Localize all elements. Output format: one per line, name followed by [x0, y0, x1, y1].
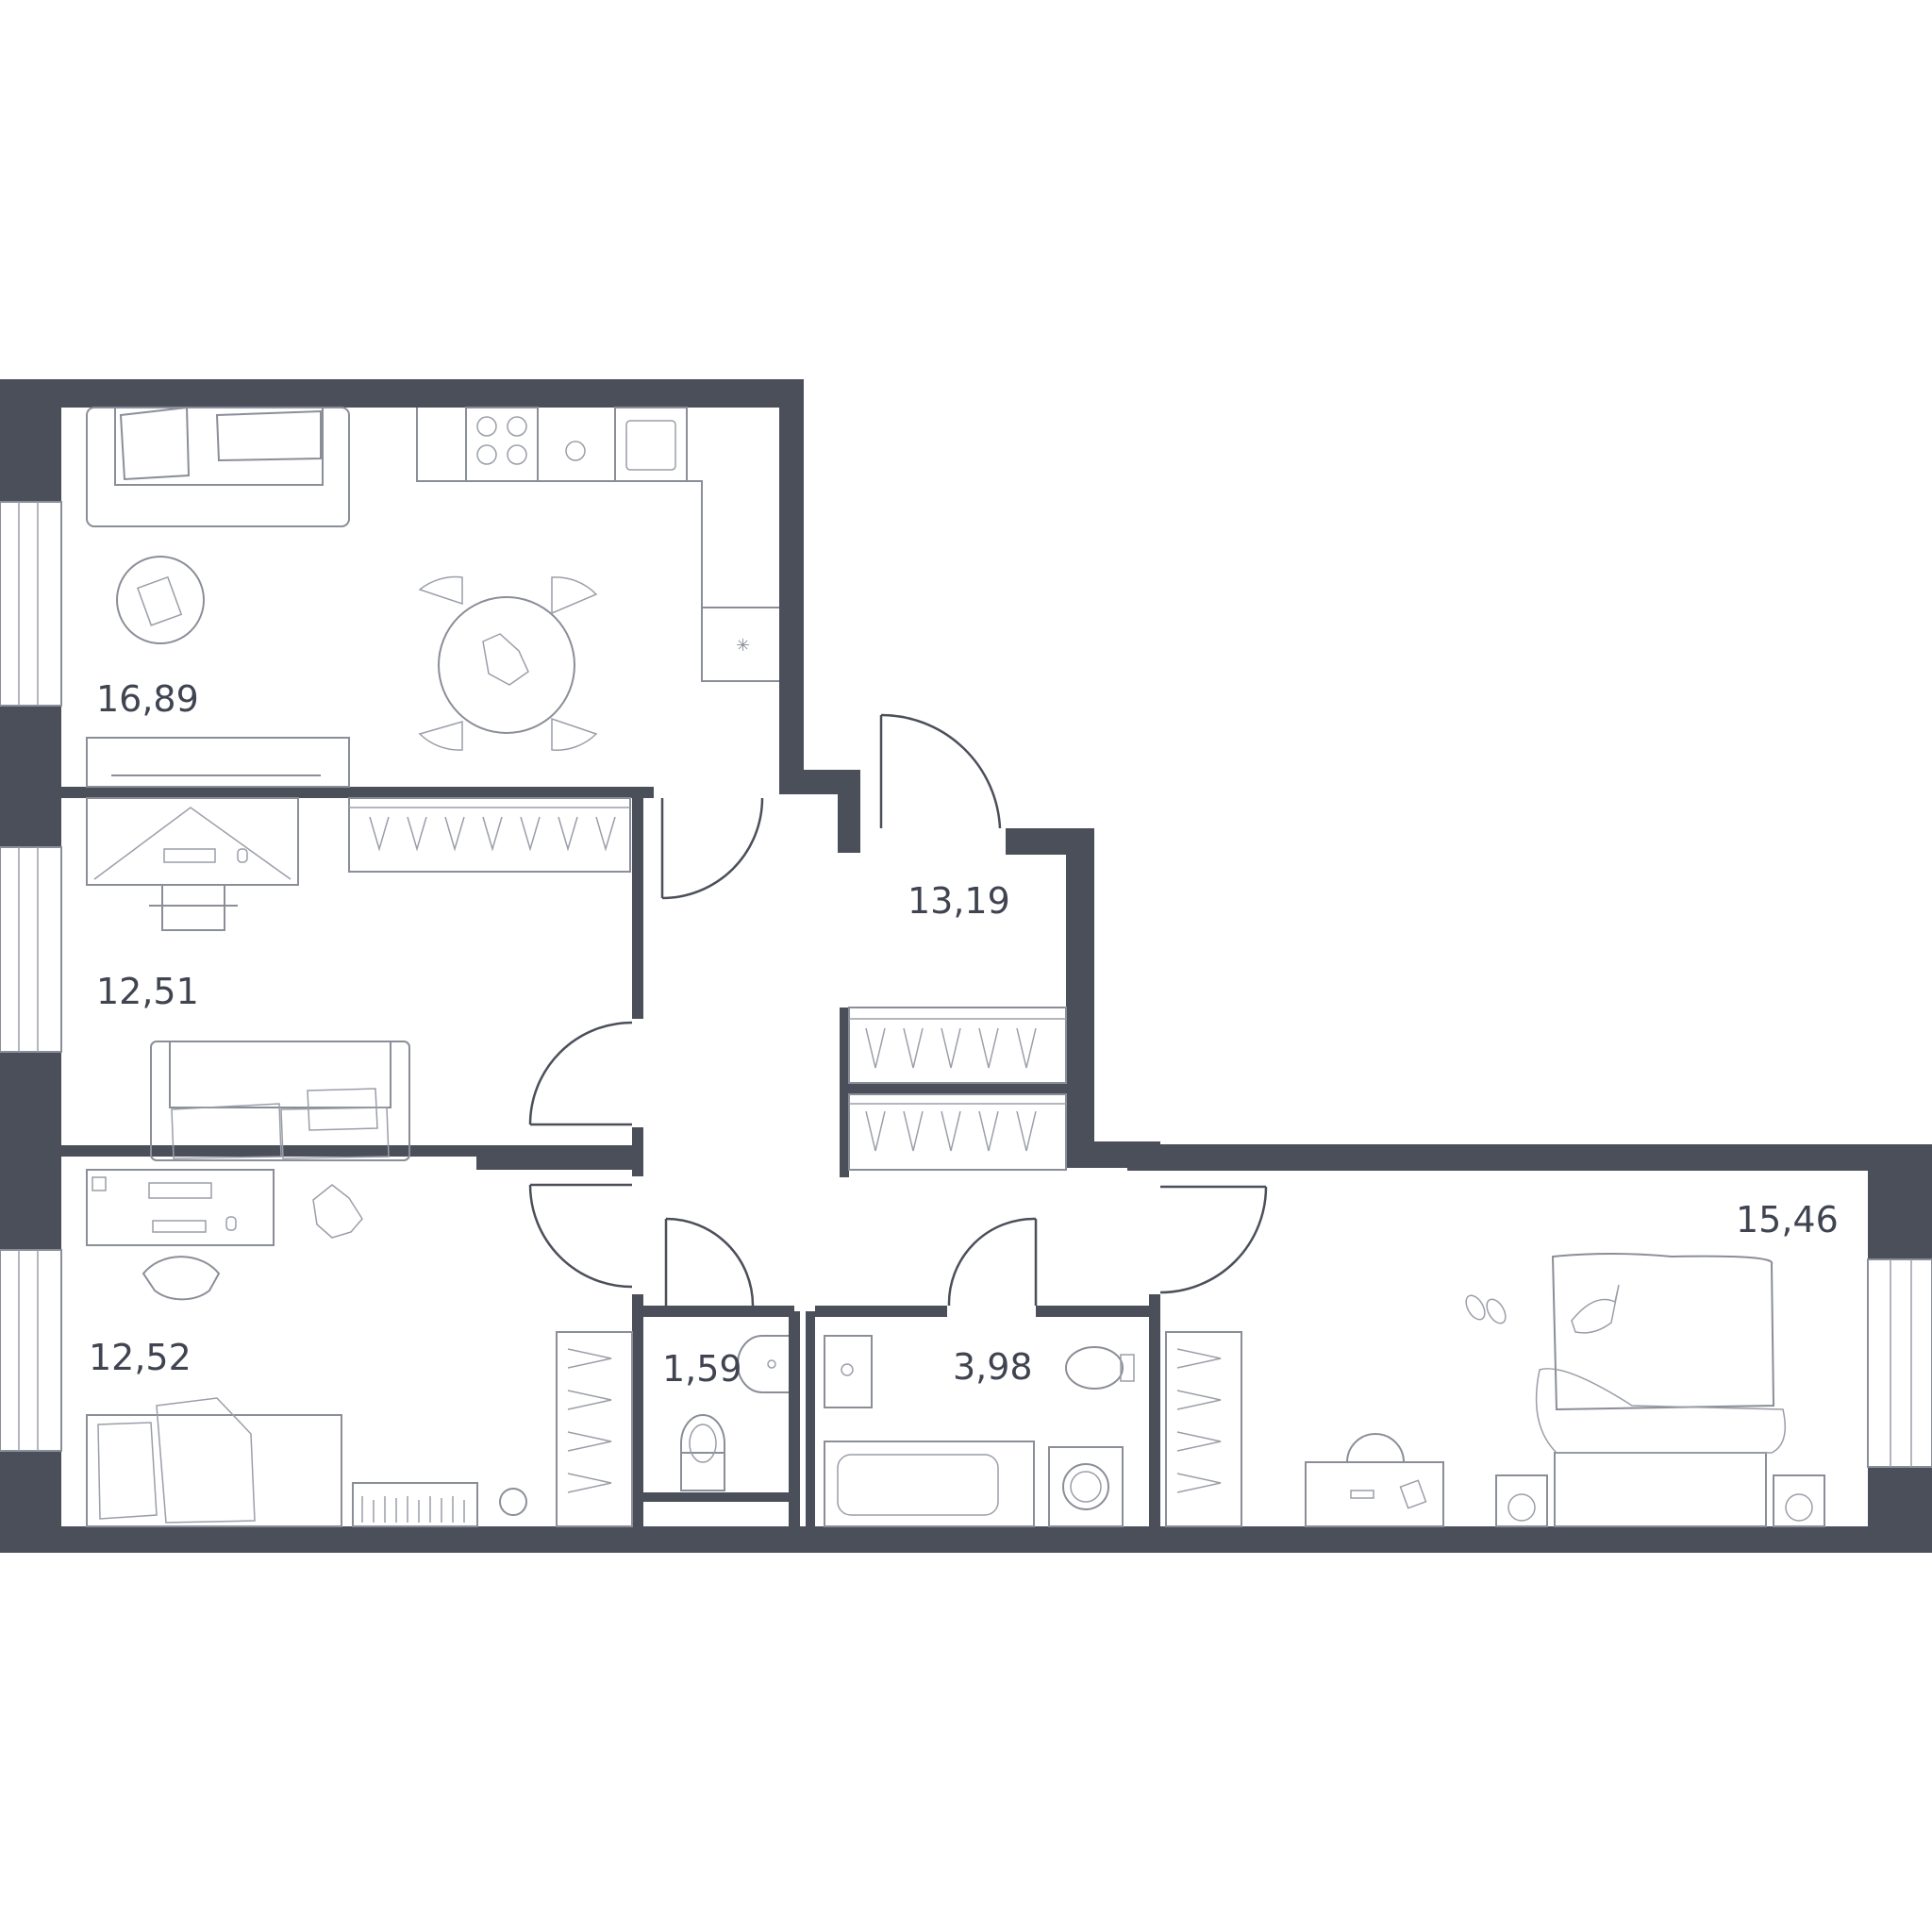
- room-area-bedroom-2: 12,51: [96, 971, 199, 1012]
- washing-machine-icon: [1048, 1446, 1124, 1527]
- bookshelf-icon: [352, 1482, 478, 1527]
- walls: [0, 379, 1932, 1553]
- bed-icon: [1535, 1253, 1786, 1527]
- windows: [0, 501, 1932, 1468]
- ball-icon: [499, 1488, 527, 1516]
- stove-icon: [465, 407, 539, 482]
- bed-icon: [86, 1397, 342, 1527]
- tv-stand-icon: [86, 737, 350, 788]
- bedside-table-icon: [1773, 1474, 1825, 1527]
- desk-icon: [86, 797, 299, 886]
- toilet-furniture: [680, 1335, 789, 1491]
- toilet-icon: [680, 1414, 725, 1491]
- desk-icon: [86, 1169, 275, 1246]
- wardrobe-icon: [556, 1331, 633, 1527]
- asterisk-icon: ✳: [736, 636, 750, 656]
- desk-icon: [1305, 1433, 1444, 1527]
- master-bedroom-furniture: [1165, 1253, 1825, 1527]
- bathtub-icon: [824, 1441, 1035, 1527]
- room-area-toilet: 1,59: [662, 1348, 742, 1390]
- room-area-bedroom-3: 12,52: [89, 1337, 192, 1378]
- room-area-bedroom-master: 15,46: [1736, 1199, 1839, 1241]
- washbasin-icon: [737, 1335, 789, 1393]
- cat-icon: [1571, 1284, 1620, 1334]
- dining-table-icon: [418, 575, 598, 751]
- sink-icon: [614, 407, 688, 482]
- toy-icon: [312, 1184, 363, 1239]
- hallway-furniture: [848, 1007, 1067, 1171]
- doors: [528, 713, 1268, 1307]
- bedroom-3-furniture: [86, 1169, 633, 1527]
- room-area-hallway: 13,19: [908, 880, 1010, 922]
- room-area-kitchen-living: 16,89: [96, 678, 199, 720]
- bedroom-2-furniture: [86, 797, 631, 1161]
- kitchen-living-furniture: ✳: [86, 406, 779, 788]
- washbasin-icon: [824, 1335, 873, 1408]
- wardrobe-icon: [848, 1093, 1067, 1171]
- toilet-icon: [1065, 1346, 1135, 1390]
- room-labels: 16,89 12,51 12,52 13,19 1,59 3,98 15,46: [89, 678, 1839, 1390]
- coffee-table-icon: [116, 556, 205, 644]
- kitchen-counter: ✳: [416, 407, 779, 682]
- office-chair-icon: [142, 1256, 221, 1301]
- room-area-bathroom: 3,98: [953, 1346, 1033, 1388]
- wardrobe-icon: [848, 1007, 1067, 1084]
- sofa-icon: [86, 406, 350, 527]
- bathroom-furniture: [824, 1335, 1135, 1527]
- slippers-icon: [1465, 1294, 1507, 1324]
- bedside-table-icon: [1495, 1474, 1548, 1527]
- wardrobe-icon: [348, 797, 631, 873]
- bed-icon: [150, 1041, 410, 1161]
- wardrobe-icon: [1165, 1331, 1242, 1527]
- chair-icon: [149, 884, 238, 931]
